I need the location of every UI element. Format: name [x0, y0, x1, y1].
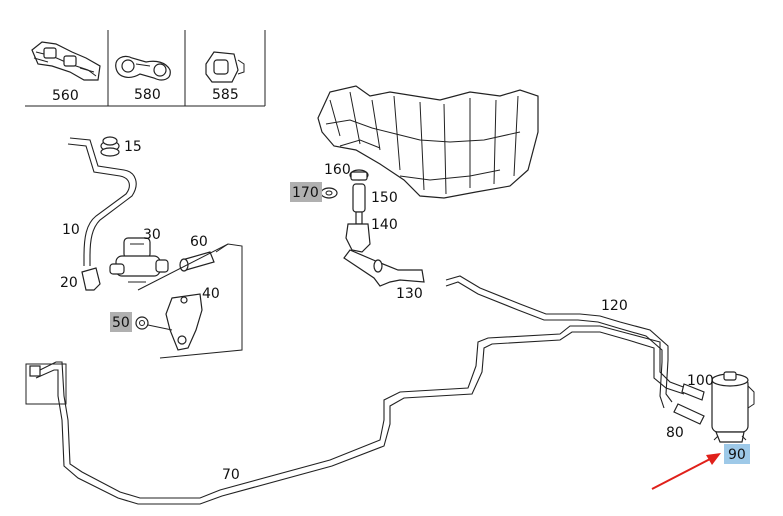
- legend-label-560: 560: [52, 88, 79, 104]
- fuel-tank: [317, 85, 539, 199]
- callout-70: 70: [222, 467, 240, 483]
- callout-50-highlight: [110, 312, 132, 332]
- callout-30: 30: [143, 227, 161, 243]
- line-120-inner: [445, 281, 665, 409]
- clip-legend: 560 580 585: [25, 30, 266, 107]
- legend-label-585: 585: [212, 87, 239, 103]
- part-20-elbow: [81, 267, 101, 291]
- part-130-tee: [343, 249, 425, 287]
- part-15-plug: [100, 136, 120, 157]
- legend-label-580: 580: [134, 87, 161, 103]
- callout-90-highlight: [724, 444, 750, 464]
- part-170-washer: [320, 187, 338, 199]
- clip-560-icon: [31, 41, 101, 81]
- callout-150: 150: [371, 190, 398, 206]
- callout-170-highlight: [290, 182, 322, 202]
- callout-50: 50: [112, 315, 130, 331]
- callout-20: 20: [60, 275, 78, 291]
- callout-15: 15: [124, 139, 142, 155]
- part-100-hose: [681, 383, 705, 401]
- callout-100: 100: [687, 373, 714, 389]
- valve-assembly: [67, 136, 243, 359]
- filter-assembly: [673, 371, 755, 443]
- line-end-cap: [29, 365, 41, 377]
- fuel-line: [25, 275, 687, 505]
- part-90-filter: [711, 371, 755, 443]
- line-end-frame: [25, 363, 67, 405]
- red-pointer-arrow: [651, 453, 721, 490]
- part-80-hose: [673, 403, 705, 425]
- callout-80: 80: [666, 425, 684, 441]
- callout-40: 40: [202, 286, 220, 302]
- line-70-inner: [35, 331, 685, 505]
- callout-60: 60: [190, 234, 208, 250]
- clip-580-icon: [115, 55, 171, 81]
- callout-140: 140: [371, 217, 398, 233]
- callout-130: 130: [396, 286, 423, 302]
- connector-group: [320, 169, 425, 287]
- callout-120: 120: [601, 298, 628, 314]
- callout-10: 10: [62, 222, 80, 238]
- part-50-nut: [135, 316, 173, 331]
- part-160-clip: [349, 169, 369, 181]
- part-60-hose: [179, 251, 215, 272]
- line-70-outer: [35, 325, 687, 499]
- callout-170: 170: [292, 185, 319, 201]
- part-40-bracket: [165, 293, 203, 351]
- part-150-tube: [352, 183, 366, 213]
- line-120-outer: [445, 275, 673, 403]
- part-30-valve: [109, 237, 169, 283]
- callout-90: 90: [728, 447, 746, 463]
- part-140-connector: [345, 211, 371, 253]
- clip-585-icon: [205, 51, 245, 83]
- callout-160: 160: [324, 162, 351, 178]
